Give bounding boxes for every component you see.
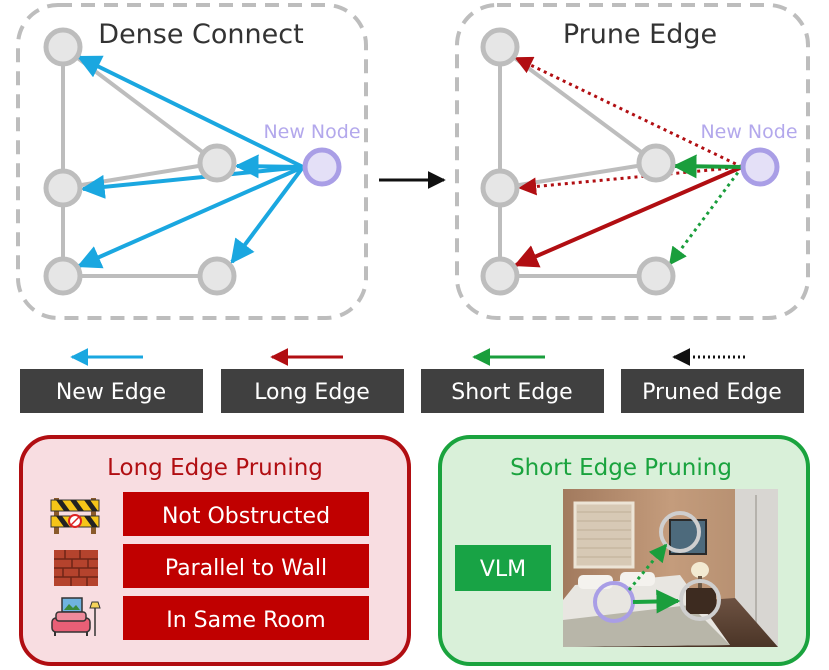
new-node [302, 147, 342, 187]
graph-node [197, 143, 237, 183]
graph-node [480, 27, 520, 67]
graph-node [43, 27, 83, 67]
criterion-parallel-to-wall: Parallel to Wall [165, 556, 327, 581]
pruned-short-edge-in-photo [627, 543, 668, 591]
criterion-not-obstructed: Not Obstructed [162, 504, 330, 529]
panel-frame [16, 3, 368, 320]
legend-box-pruned-edge [621, 369, 804, 413]
pruned-short-edge [668, 166, 744, 266]
short-pruning-title: Short Edge Pruning [510, 455, 732, 481]
new-edge [76, 165, 304, 269]
graph-node [636, 256, 676, 296]
legend-box-new-edge [20, 369, 203, 413]
legend: New Edge Long Edge Short Edge Pruned Edg… [20, 348, 804, 413]
panel-frame [455, 3, 810, 320]
vlm-label: VLM [480, 557, 526, 582]
graph-node [43, 168, 83, 208]
graph-node [480, 256, 520, 296]
criterion-box [123, 544, 369, 588]
long-pruning-title: Long Edge Pruning [107, 455, 323, 481]
road-barrier-icon [50, 498, 100, 534]
new-node-label: New Node [700, 121, 797, 143]
legend-label-short-edge: Short Edge [451, 380, 572, 405]
dense-connect-panel: Dense Connect New Node [16, 3, 368, 320]
new-node-label: New Node [263, 121, 360, 143]
vlm-box [455, 545, 551, 591]
pruned-long-edge [518, 165, 743, 196]
prune-edge-panel: Prune Edge New Node [455, 3, 810, 320]
criterion-in-same-room: In Same Room [166, 608, 325, 633]
criterion-box [123, 492, 369, 536]
legend-box-long-edge [221, 369, 404, 413]
new-edges [76, 55, 305, 269]
panel-title: Dense Connect [98, 19, 303, 50]
legend-label-long-edge: Long Edge [254, 380, 370, 405]
long-edge [513, 165, 743, 268]
new-edge [230, 165, 305, 264]
graph-node [43, 256, 83, 296]
legend-box-short-edge [421, 369, 604, 413]
bedroom-photo [563, 489, 778, 647]
short-edge [672, 154, 743, 179]
graph-nodes [43, 27, 237, 296]
new-edge [80, 165, 304, 199]
panel-title: Prune Edge [563, 19, 717, 50]
graph-nodes [480, 27, 676, 296]
short-edge-in-photo [632, 589, 681, 614]
new-node [740, 147, 780, 187]
pruned-long-edges [514, 56, 743, 196]
graph-node [197, 256, 237, 296]
brick-wall-icon [54, 550, 98, 586]
long-edge-pruning-panel: Long Edge Pruning [19, 435, 411, 666]
legend-label-new-edge: New Edge [56, 380, 166, 405]
node-marker [659, 511, 701, 553]
graph-node [636, 143, 676, 183]
new-edge [76, 55, 304, 169]
living-room-icon [51, 597, 101, 636]
legend-label-pruned-edge: Pruned Edge [642, 380, 782, 405]
short-edge-pruning-panel: Short Edge Pruning VLM [438, 435, 810, 666]
graph-node [480, 168, 520, 208]
node-marker [679, 579, 721, 621]
criterion-box [123, 596, 369, 640]
